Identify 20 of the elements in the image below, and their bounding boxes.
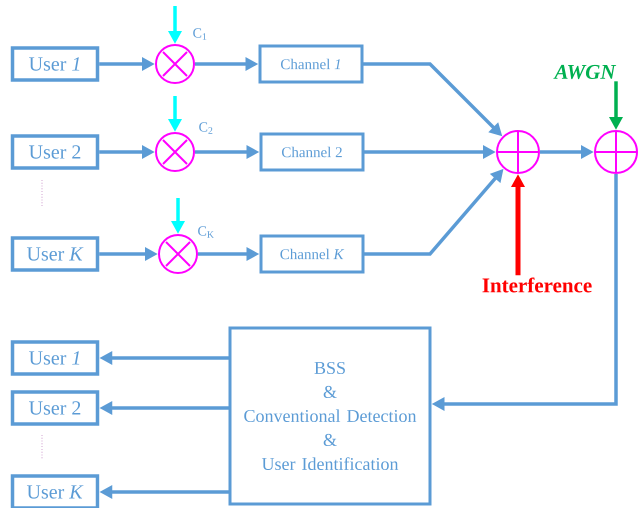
user-box: User 2 — [10, 134, 100, 170]
channel-box: Channel 2 — [260, 132, 364, 172]
user-box: User K — [10, 474, 100, 508]
user-box: User 1 — [10, 340, 100, 376]
multiplier-symbol — [155, 132, 195, 172]
adder-symbol — [496, 130, 540, 174]
user-box: User K — [10, 236, 100, 272]
process-box: BSS & Conventional Detection & User Identification — [228, 326, 432, 506]
multiplier-symbol — [155, 44, 195, 84]
multiplier-symbol — [158, 234, 198, 274]
channel-box: Channel 1 — [258, 44, 364, 84]
code-label: C$_{K}$ — [198, 226, 214, 238]
code-label: C$_{1}$ — [193, 28, 206, 40]
user-box: User 1 — [10, 46, 100, 82]
adder-symbol — [594, 130, 638, 174]
user-box: User 2 — [10, 390, 100, 426]
code-label: C$_{2}$ — [199, 122, 212, 134]
channel-box: Channel K — [260, 234, 364, 274]
input-label: AWGN — [553, 64, 616, 80]
input-label: Interference — [482, 278, 592, 292]
